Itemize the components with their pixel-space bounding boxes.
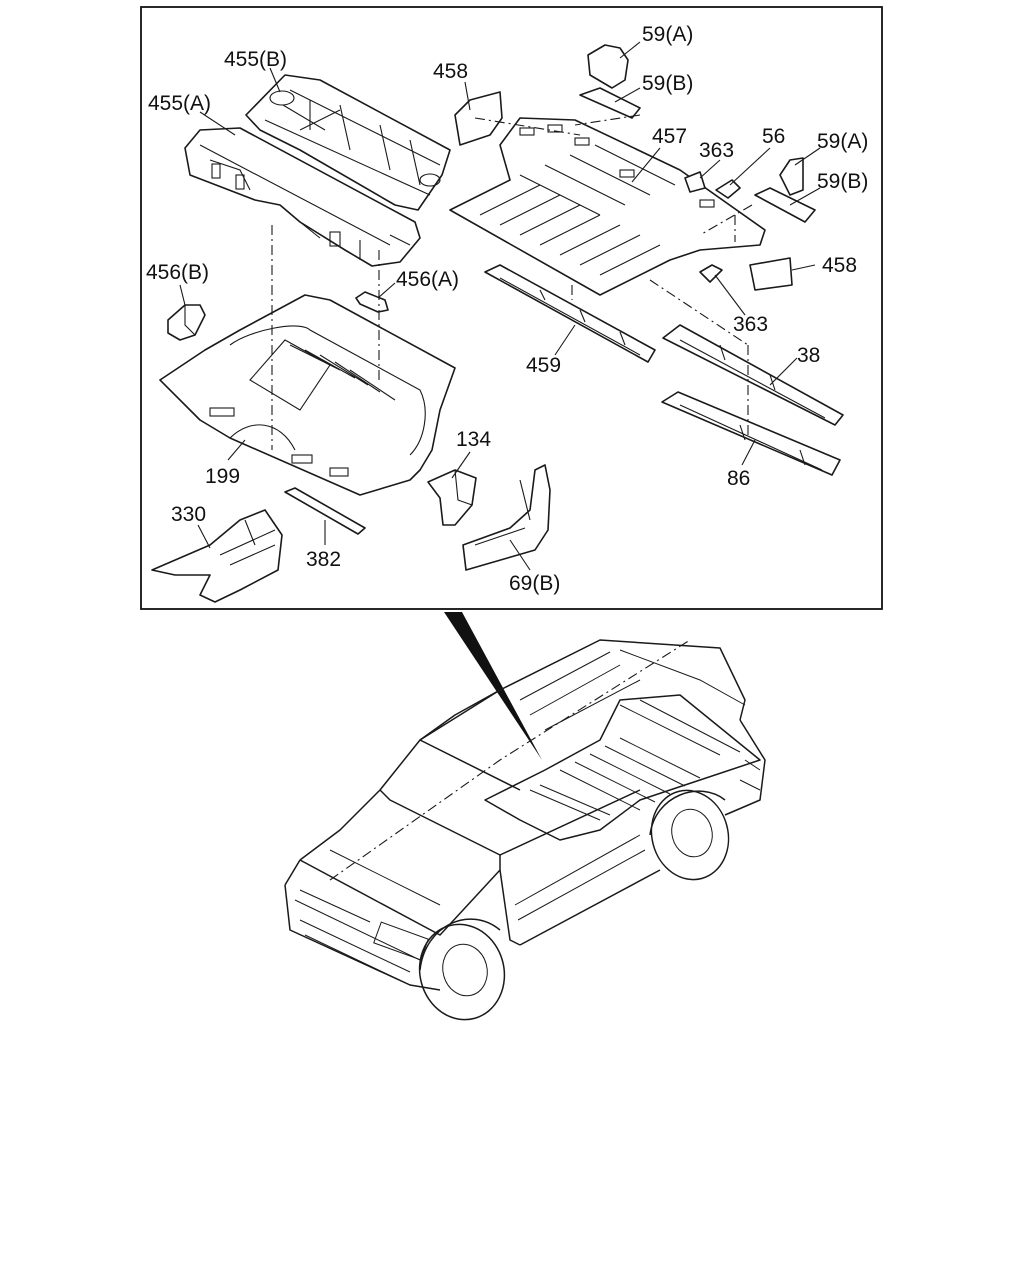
part-458-right	[749, 257, 793, 291]
callout-labels: 59(A) 59(B) 458 455(B) 455(A) 457 363 56…	[146, 23, 868, 595]
part-459	[484, 264, 656, 363]
part-457	[449, 117, 766, 296]
vehicle-illustration	[284, 639, 766, 1021]
callout-199: 199	[205, 465, 240, 488]
callout-59a-top: 59(A)	[642, 23, 693, 46]
part-455a	[184, 127, 421, 267]
part-456a	[355, 291, 389, 313]
callout-455b: 455(B)	[224, 48, 287, 71]
callout-457: 457	[652, 125, 687, 148]
callout-59a-right: 59(A)	[817, 130, 868, 153]
callout-459: 459	[526, 354, 561, 377]
callout-458-top: 458	[433, 60, 468, 83]
callout-456a: 456(A)	[396, 268, 459, 291]
part-382	[284, 487, 366, 535]
part-330	[151, 509, 283, 603]
part-56	[715, 179, 741, 199]
callout-455a: 455(A)	[148, 92, 211, 115]
callout-38: 38	[797, 344, 820, 367]
detail-pointer	[444, 612, 542, 760]
callout-59b-right: 59(B)	[817, 170, 868, 193]
part-134	[427, 469, 477, 526]
callout-330: 330	[171, 503, 206, 526]
callout-363-bottom: 363	[733, 313, 768, 336]
callout-363-top: 363	[699, 139, 734, 162]
part-59b-right	[754, 187, 816, 223]
part-69b	[462, 464, 551, 571]
part-456b	[167, 304, 206, 341]
part-86	[661, 391, 841, 476]
callout-69b: 69(B)	[509, 572, 560, 595]
part-199	[159, 294, 456, 496]
callout-134: 134	[456, 428, 491, 451]
diagram-frame	[140, 6, 883, 610]
leader-lines	[179, 41, 821, 571]
callout-56: 56	[762, 125, 785, 148]
callout-458-right: 458	[822, 254, 857, 277]
callout-456b: 456(B)	[146, 261, 209, 284]
assembly-lines	[271, 114, 753, 450]
callout-382: 382	[306, 548, 341, 571]
part-455b	[245, 74, 451, 211]
callout-86: 86	[727, 467, 750, 490]
part-363	[684, 171, 723, 283]
part-59a-right	[779, 157, 804, 196]
part-59b-top	[579, 87, 641, 119]
callout-59b-top: 59(B)	[642, 72, 693, 95]
part-59a-top	[587, 44, 629, 89]
